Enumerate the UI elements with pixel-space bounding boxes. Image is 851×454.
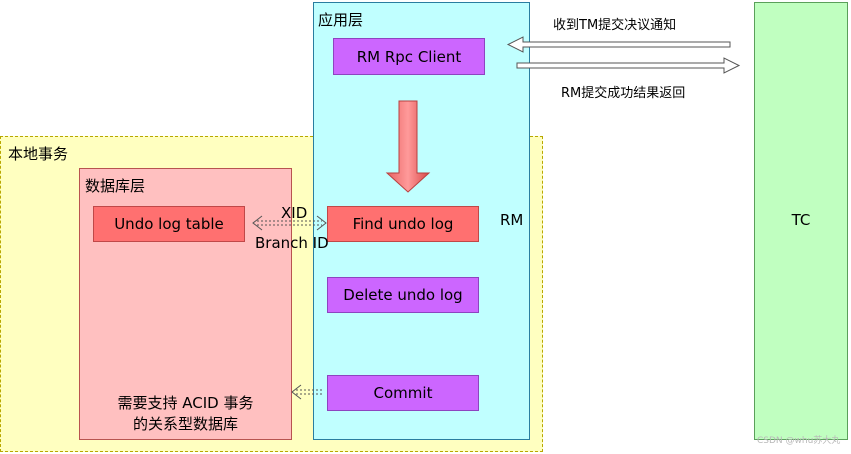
tc-label: TC (791, 211, 811, 229)
branch-id-label: Branch ID (255, 234, 329, 252)
xid-connector (252, 215, 327, 231)
rm-result-text: RM提交成功结果返回 (561, 86, 686, 101)
commit-connector (291, 384, 322, 400)
database-note-line1: 需要支持 ACID 事务 (117, 394, 254, 412)
watermark: CSDN @whu苏大丸 (757, 436, 841, 446)
application-layer-title: 应用层 (318, 11, 364, 29)
database-note-line2: 的关系型数据库 (132, 415, 238, 433)
tc-region (754, 2, 848, 440)
commit-box: Commit (327, 375, 479, 411)
database-layer-title: 数据库层 (85, 177, 146, 195)
local-transaction-title: 本地事务 (8, 145, 69, 163)
delete-undo-log-box: Delete undo log (327, 277, 479, 313)
down-flow-arrow (385, 100, 431, 193)
arrow-to-tc (516, 57, 741, 74)
rm-label: RM (500, 211, 524, 229)
arrow-from-tc (506, 36, 731, 53)
rm-rpc-client-box: RM Rpc Client (333, 38, 485, 75)
undo-log-table-box: Undo log table (93, 206, 245, 242)
xid-label: XID (281, 204, 308, 222)
tc-notification-text: 收到TM提交决议通知 (553, 18, 677, 33)
find-undo-log-box: Find undo log (327, 206, 479, 242)
database-note: 需要支持 ACID 事务 的关系型数据库 (79, 393, 292, 435)
